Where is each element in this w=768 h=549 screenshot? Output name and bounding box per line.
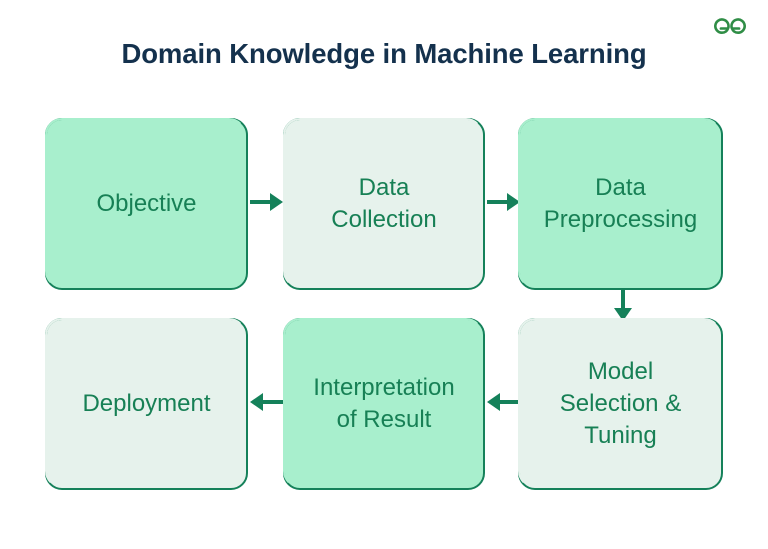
flow-node-model-selection-label: Model Selection & Tuning: [559, 358, 682, 449]
flow-node-data-collection[interactable]: Data Collection: [282, 117, 485, 290]
flow-node-objective[interactable]: Objective: [44, 117, 248, 290]
flow-node-deployment-label: Deployment: [82, 390, 211, 418]
geeksforgeeks-logo-icon: [706, 10, 754, 46]
flow-node-model-selection[interactable]: Model Selection & Tuning: [517, 317, 723, 490]
flow-node-objective-label: Objective: [96, 190, 197, 218]
flow-node-interpretation-label: Interpretation of Result: [313, 374, 455, 433]
flow-node-deployment[interactable]: Deployment: [44, 317, 248, 490]
flow-node-data-collection-label: Data Collection: [331, 174, 437, 233]
flow-node-data-preprocessing-label: Data Preprocessing: [543, 174, 698, 233]
flow-node-data-preprocessing[interactable]: Data Preprocessing: [517, 117, 723, 290]
page-title: Domain Knowledge in Machine Learning: [121, 38, 647, 69]
flow-node-interpretation[interactable]: Interpretation of Result: [282, 317, 485, 490]
